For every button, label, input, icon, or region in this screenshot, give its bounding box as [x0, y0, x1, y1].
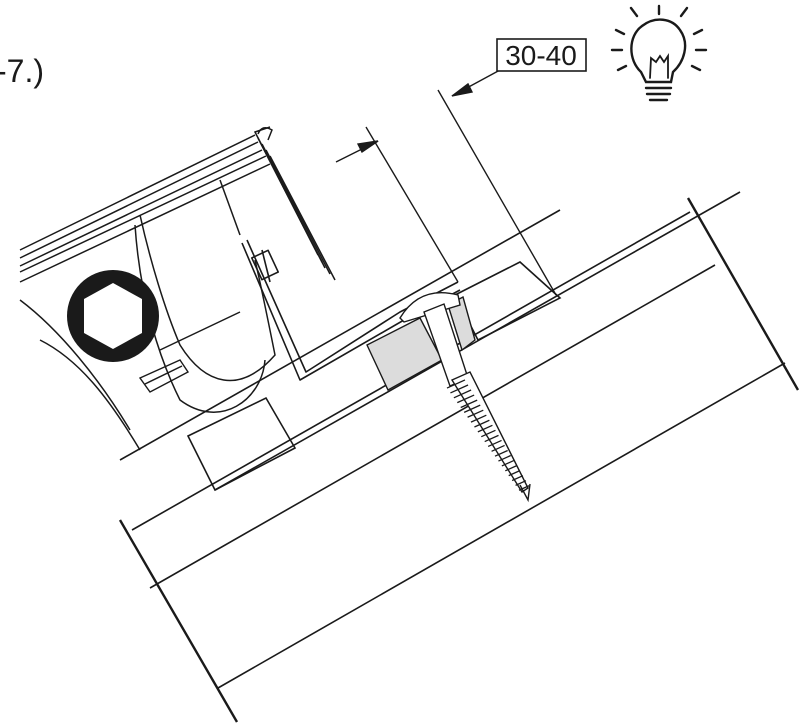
rafter-line-3: [217, 362, 786, 689]
screw-thread-tick: [481, 429, 496, 438]
dimension-label-box: [496, 38, 587, 72]
screw-thread-tick: [518, 485, 530, 491]
rafter-cut-left: [118, 519, 239, 723]
screw-thread-tick: [505, 465, 518, 472]
hex-socket-icon: [67, 270, 159, 362]
batten-left: [186, 396, 297, 492]
arrow-right: [451, 82, 474, 97]
screw-thread-tick: [463, 404, 481, 413]
screw-thread-tick: [460, 399, 478, 409]
module-frame: [19, 126, 336, 283]
extension-line-left: [365, 126, 459, 283]
dimension: [335, 69, 557, 296]
screw-head: [399, 291, 461, 323]
screw-thread-tick: [491, 444, 505, 452]
screw-thread-tick: [508, 470, 521, 477]
screw-thread-tick: [484, 434, 499, 443]
screw-thread-tick: [457, 394, 475, 404]
rafter-cut-right: [686, 197, 800, 391]
roof-tile: [19, 179, 276, 451]
screw-thread-tick: [470, 414, 487, 423]
screw-thread-tick: [450, 384, 469, 394]
screw-thread-tick: [467, 409, 484, 418]
extension-line-right: [437, 89, 557, 296]
dimension-label-text: 30-40: [505, 40, 577, 71]
screw-thread-tick: [511, 475, 524, 482]
tile-line-upper: [119, 209, 561, 461]
screw-thread: [450, 371, 529, 493]
screw-thread-tick: [515, 480, 527, 486]
screw-thread-tick: [501, 459, 515, 467]
rafter-line-2: [149, 264, 716, 589]
roof-structure: [118, 191, 800, 723]
screw-thread-tick: [453, 389, 472, 399]
screw-thread-tick: [474, 419, 490, 428]
lightbulb-icon: [610, 4, 708, 102]
screw-thread-tick: [446, 379, 466, 389]
tile-line-lower: [214, 191, 741, 491]
wood-screw: [399, 291, 531, 503]
screw-thread-tick: [498, 454, 511, 462]
step-reference: -7.): [0, 53, 44, 89]
dimension-label: 30-40: [496, 38, 587, 72]
screw-thread-tick: [494, 449, 508, 457]
screw-thread-tick: [487, 439, 502, 448]
screw-thread-tick: [477, 424, 493, 433]
arrow-left: [356, 140, 379, 154]
